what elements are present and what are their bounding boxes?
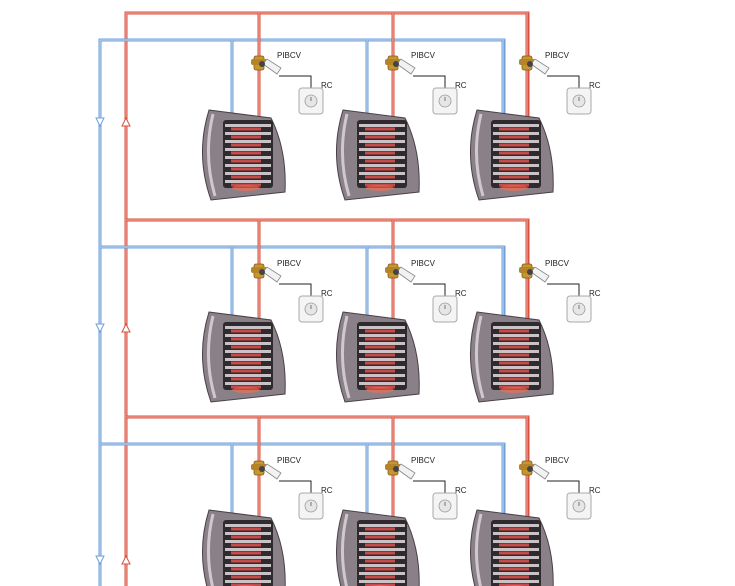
room-controller-icon bbox=[566, 87, 592, 115]
rc-label: RC bbox=[455, 486, 467, 495]
pibcv-label: PIBCV bbox=[411, 259, 436, 268]
supply-riser bbox=[124, 11, 530, 586]
unit-3-2: PIBCV RC bbox=[336, 456, 467, 586]
rc-label: RC bbox=[589, 81, 601, 90]
unit-2-3: PIBCV RC bbox=[470, 259, 601, 403]
pibcv-valve-icon bbox=[251, 460, 282, 480]
room-controller-icon bbox=[298, 492, 324, 520]
pibcv-valve-icon bbox=[385, 460, 416, 480]
pibcv-valve-icon bbox=[385, 55, 416, 75]
supply-header-row-2 bbox=[126, 218, 530, 330]
pibcv-label: PIBCV bbox=[277, 456, 302, 465]
flow-arrow-icon bbox=[95, 555, 105, 566]
pibcv-valve-icon bbox=[385, 263, 416, 283]
rc-label: RC bbox=[589, 486, 601, 495]
pibcv-label: PIBCV bbox=[545, 259, 570, 268]
unit-2-2: PIBCV RC bbox=[336, 259, 467, 403]
pibcv-valve-icon bbox=[519, 55, 550, 75]
unit-heater-icon bbox=[202, 311, 286, 403]
rc-label: RC bbox=[321, 289, 333, 298]
unit-heater-icon bbox=[470, 109, 554, 201]
rc-label: RC bbox=[455, 289, 467, 298]
unit-heater-icon bbox=[336, 509, 420, 586]
pibcv-label: PIBCV bbox=[545, 456, 570, 465]
unit-heater-icon bbox=[336, 311, 420, 403]
unit-1-1: PIBCV RC bbox=[202, 51, 333, 201]
unit-1-2: PIBCV RC bbox=[336, 51, 467, 201]
pibcv-label: PIBCV bbox=[411, 51, 436, 60]
pibcv-label: PIBCV bbox=[277, 51, 302, 60]
unit-heater-icon bbox=[202, 109, 286, 201]
supply-header-row-3 bbox=[126, 415, 530, 527]
unit-heater-icon bbox=[202, 509, 286, 586]
room-controller-icon bbox=[298, 295, 324, 323]
pibcv-valve-icon bbox=[251, 263, 282, 283]
room-controller-icon bbox=[432, 295, 458, 323]
rc-label: RC bbox=[455, 81, 467, 90]
flow-arrow-icon bbox=[95, 117, 105, 128]
rc-label: RC bbox=[589, 289, 601, 298]
room-controller-icon bbox=[566, 492, 592, 520]
room-controller-icon bbox=[432, 87, 458, 115]
unit-2-1: PIBCV RC bbox=[202, 259, 333, 403]
flow-arrow-icon bbox=[121, 554, 131, 565]
flow-arrow-icon bbox=[121, 116, 131, 127]
unit-3-1: PIBCV RC bbox=[202, 456, 333, 586]
unit-1-3: PIBCV RC bbox=[470, 51, 601, 201]
pibcv-valve-icon bbox=[251, 55, 282, 75]
room-controller-icon bbox=[298, 87, 324, 115]
room-controller-icon bbox=[432, 492, 458, 520]
pibcv-label: PIBCV bbox=[545, 51, 570, 60]
pibcv-label: PIBCV bbox=[411, 456, 436, 465]
room-controller-icon bbox=[566, 295, 592, 323]
pibcv-label: PIBCV bbox=[277, 259, 302, 268]
rc-label: RC bbox=[321, 486, 333, 495]
rc-label: RC bbox=[321, 81, 333, 90]
unit-heater-icon bbox=[470, 509, 554, 586]
flow-arrow-icon bbox=[121, 322, 131, 333]
unit-3-3: PIBCV RC bbox=[470, 456, 601, 586]
unit-heater-icon bbox=[336, 109, 420, 201]
pibcv-valve-icon bbox=[519, 460, 550, 480]
heater-units: PIBCVRCPIBCVRCPIBCVRCPIBCVRCPIBCVRCPIBCV… bbox=[202, 51, 601, 586]
unit-heater-icon bbox=[470, 311, 554, 403]
pibcv-valve-icon bbox=[519, 263, 550, 283]
flow-arrow-icon bbox=[95, 323, 105, 334]
